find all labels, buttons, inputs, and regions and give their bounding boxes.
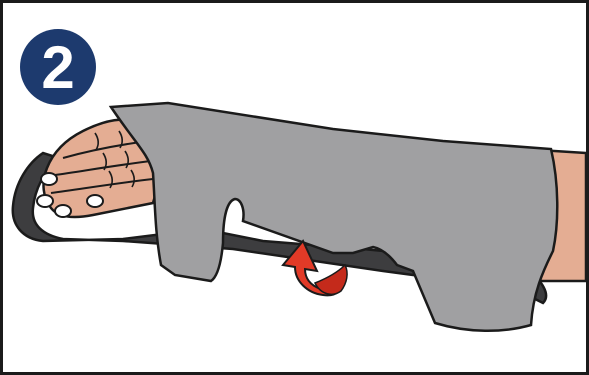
step-number-badge: 2 xyxy=(20,29,96,105)
step-number: 2 xyxy=(41,38,74,98)
splint-sleeve xyxy=(111,103,557,331)
